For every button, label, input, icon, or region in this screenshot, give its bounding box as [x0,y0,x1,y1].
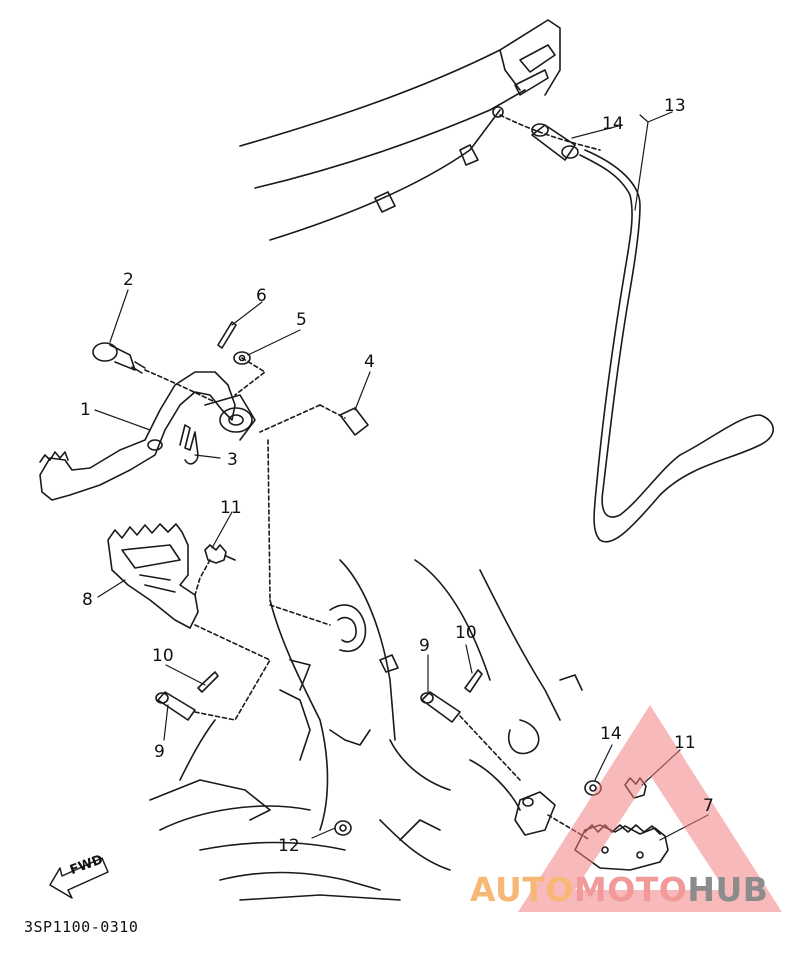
callout-10-left: 10 [152,646,174,666]
callout-10-right: 10 [455,623,477,643]
adjuster-bolt [259,404,369,436]
washer-and-cotter-pin [217,321,266,396]
footrest-spring-upper [194,544,236,596]
sidestand-collar [531,123,579,161]
brake-pedal [39,371,256,501]
callout-12: 13 [664,96,686,116]
callout-3: 3 [227,450,238,470]
watermark-logo: AUTOMOTOHUB [470,870,768,909]
return-spring [179,424,199,465]
callout-11-right: 11 [674,733,696,753]
leader-lines [94,111,709,841]
lower-frame [149,439,583,901]
callout-9-right: 9 [419,636,430,656]
callout-11-upper: 11 [220,498,242,518]
callout-6: 6 [256,286,267,306]
watermark-hub: HUB [687,870,769,909]
callout-14-right: 14 [600,724,622,744]
watermark-auto: AUTO [470,870,574,909]
sidestand [579,149,774,543]
callout-5: 5 [296,310,307,330]
diagram-code: 3SP1100-0310 [24,918,139,936]
left-footrest [107,523,199,629]
watermark-triangle-icon [518,705,782,912]
callout-2: 2 [123,270,134,290]
footrest-pin-right [420,669,521,781]
callout-9-left: 9 [154,742,165,762]
callout-7: 7 [703,796,714,816]
frame-rail [239,19,601,241]
footrest-pin-left [155,624,271,721]
pivot-bolt [92,342,216,403]
fwd-arrow-icon [49,857,109,899]
callout-14-left: 12 [278,836,300,856]
watermark-moto: MOTO [573,870,688,909]
collar-lower-left [334,820,352,836]
callout-1: 1 [80,400,91,420]
callout-8: 8 [82,590,93,610]
callout-4: 4 [364,352,375,372]
callout-13: 14 [602,114,624,134]
